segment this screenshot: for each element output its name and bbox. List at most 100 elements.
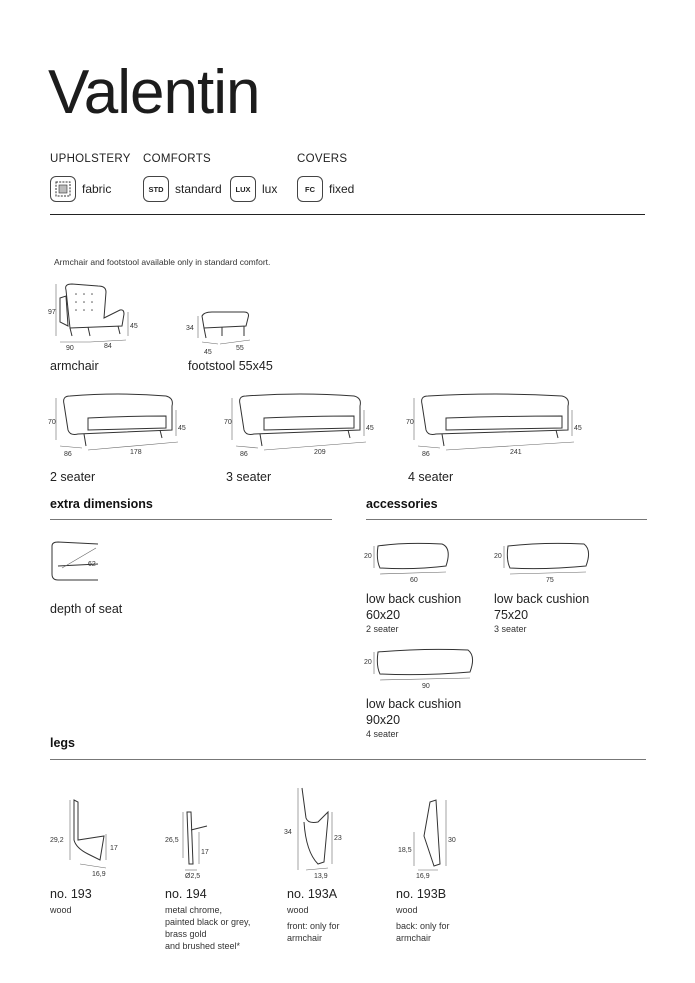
sofa3-height: 70: [224, 419, 232, 426]
leg-193a-desc-line: front: only for: [287, 921, 340, 932]
std-badge: STD: [143, 176, 169, 202]
leg-193b-name: no. 193B: [396, 887, 447, 901]
cushion-75-name: low back cushion: [494, 592, 590, 606]
leg-193b-total: 30: [448, 837, 456, 844]
accessories-heading: accessories: [366, 497, 438, 511]
fabric-icon: [50, 176, 76, 202]
leg-193a-name: no. 193A: [287, 887, 338, 901]
leg-194-desc-line: metal chrome,: [165, 905, 223, 915]
lux-badge: LUX: [230, 176, 256, 202]
lux-label: lux: [262, 182, 278, 196]
cushion-90-note: 4 seater: [366, 729, 399, 739]
leg-194-desc: metal chrome, painted black or grey, bra…: [165, 904, 250, 953]
armchair-width: 84: [104, 343, 112, 350]
leg-193-depth: 16,9: [92, 871, 106, 878]
comfort-note: Armchair and footstool available only in…: [54, 257, 271, 267]
footstool-drawing: 34 45 55: [186, 311, 251, 356]
leg-193-name: no. 193: [50, 887, 92, 901]
sofa-3-seater-label: 3 seater: [226, 470, 272, 484]
covers-header: COVERS: [297, 153, 348, 165]
sofa-3-seater-drawing: 70 45 86 209: [224, 393, 374, 458]
standard-label: standard: [175, 182, 222, 196]
leg-193b-height: 18,5: [398, 847, 412, 854]
leg-193-height: 29,2: [50, 837, 64, 844]
leg-194-mid: 17: [201, 849, 209, 856]
sofa4-height: 70: [406, 419, 414, 426]
cushion-75-height: 20: [494, 553, 502, 560]
armchair-drawing: 97 45 90 84: [48, 283, 138, 352]
cushion-90-drawing: 20 90: [364, 648, 474, 690]
footstool-width: 55: [236, 345, 244, 352]
sofa3-seat-height: 45: [366, 425, 374, 432]
armchair-depth: 90: [66, 345, 74, 352]
sofa-2-seater-drawing: 70 45 86 178: [48, 393, 186, 458]
depth-of-seat-label: depth of seat: [50, 602, 123, 616]
cushion-60-size: 60x20: [366, 608, 401, 623]
cushion-75-size: 75x20: [494, 608, 529, 623]
cushion-75-note: 3 seater: [494, 624, 527, 634]
leg-194-height: 26,5: [165, 837, 179, 844]
leg-194-desc-line: brass gold: [165, 929, 207, 940]
sofa-4-seater-label: 4 seater: [408, 470, 454, 484]
lux-option: LUX lux: [230, 176, 277, 202]
cushion-60-note: 2 seater: [366, 624, 399, 634]
cushion-60-drawing: 20 60: [364, 542, 449, 584]
legs-divider: [50, 759, 646, 760]
sofa-2-seater-label: 2 seater: [50, 470, 96, 484]
cushion-60-height: 20: [364, 553, 372, 560]
fc-badge: FC: [297, 176, 323, 202]
leg-193b-drawing: 18,5 30 16,9: [398, 799, 456, 880]
sofa4-depth: 86: [422, 451, 430, 458]
standard-option: STD standard: [143, 176, 222, 202]
leg-194-diameter: Ø2,5: [185, 873, 200, 880]
cushion-60-label: low back cushion 60x20: [366, 591, 461, 624]
extra-dimensions-heading: extra dimensions: [50, 497, 153, 511]
leg-193a-height: 34: [284, 829, 292, 836]
sofa2-depth: 86: [64, 451, 72, 458]
leg-193a-drawing: 34 23 13,9: [284, 787, 342, 880]
cushion-60-name: low back cushion: [366, 592, 462, 606]
sofa4-seat-height: 45: [574, 425, 582, 432]
sofa4-width: 241: [510, 449, 522, 456]
leg-193b-desc-line: wood: [396, 905, 418, 915]
header-divider: [50, 214, 645, 215]
fabric-label: fabric: [82, 182, 112, 196]
cushion-75-label: low back cushion 75x20: [494, 591, 589, 624]
leg-194-desc-line: and brushed steel*: [165, 941, 241, 952]
leg-193a-mid: 23: [334, 835, 342, 842]
fabric-option: fabric: [50, 176, 111, 202]
cushion-75-drawing: 20 75: [494, 542, 590, 584]
accessories-divider: [366, 519, 647, 520]
sofa2-seat-height: 45: [178, 425, 186, 432]
page-title: Valentin: [48, 58, 260, 127]
extra-divider: [50, 519, 332, 520]
sofa3-width: 209: [314, 449, 326, 456]
leg-193a-desc: wood front: only for armchair: [287, 904, 340, 944]
legs-heading: legs: [50, 736, 76, 750]
leg-193b-depth: 16,9: [416, 873, 430, 880]
leg-193a-desc-line: wood: [287, 905, 309, 915]
armchair-seat-height: 45: [130, 323, 138, 330]
leg-194-drawing: 26,5 17 Ø2,5: [165, 811, 209, 880]
sofa-4-seater-drawing: 70 45 86 241: [406, 393, 582, 458]
leg-193b-desc-line: back: only for: [396, 921, 450, 932]
fixed-label: fixed: [329, 182, 355, 196]
sofa3-depth: 86: [240, 451, 248, 458]
seat-depth-dim: 62: [88, 561, 96, 568]
cushion-90-size: 90x20: [366, 713, 401, 728]
sofa2-height: 70: [48, 419, 56, 426]
footstool-label: footstool 55x45: [188, 359, 273, 373]
leg-193-desc-line: wood: [50, 905, 72, 915]
cushion-90-height: 20: [364, 659, 372, 666]
footstool-depth: 45: [204, 349, 212, 356]
leg-193b-desc-line: armchair: [396, 933, 432, 944]
upholstery-header: UPHOLSTERY: [50, 153, 131, 165]
sofa2-width: 178: [130, 449, 142, 456]
leg-193b-desc: wood back: only for armchair: [396, 904, 450, 944]
cushion-75-width: 75: [546, 577, 554, 584]
armchair-label: armchair: [50, 359, 99, 373]
seat-depth-drawing: 62: [51, 541, 99, 581]
fixed-option: FC fixed: [297, 176, 354, 202]
comforts-header: COMFORTS: [143, 153, 211, 165]
leg-193-mid: 17: [110, 845, 118, 852]
